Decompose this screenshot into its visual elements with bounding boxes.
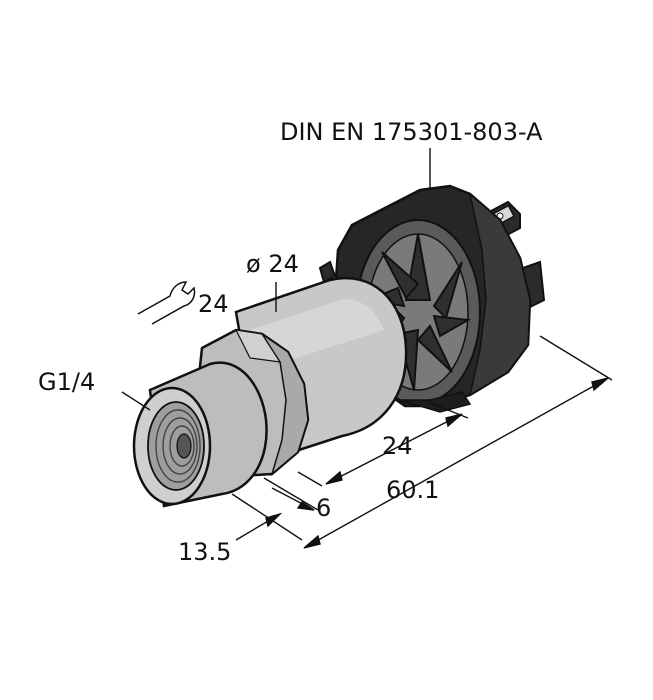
dim-housing-label: 24 — [382, 432, 413, 460]
thread-port — [132, 361, 268, 508]
wrench-size-label: 24 — [198, 290, 229, 318]
connector-standard-label: DIN EN 175301-803-A — [280, 118, 543, 146]
terminal-pin-left — [318, 260, 337, 284]
thread-label: G1/4 — [38, 368, 95, 396]
dim-line-overall — [303, 377, 609, 549]
leader-lines — [121, 148, 431, 411]
dim-overall-label: 60.1 — [386, 476, 439, 504]
dimension-lines — [231, 335, 613, 549]
body-diameter-label: ø 24 — [246, 250, 299, 278]
dim-hex-label: 6 — [316, 494, 331, 522]
dim-line-housing — [325, 413, 463, 485]
dim-line-thread — [235, 512, 283, 541]
leader-thread — [121, 391, 151, 411]
dim-line-hex — [271, 487, 315, 511]
thread-rings — [155, 409, 201, 483]
dim-thread-label: 13.5 — [178, 538, 231, 566]
wrench-icon — [137, 281, 196, 325]
